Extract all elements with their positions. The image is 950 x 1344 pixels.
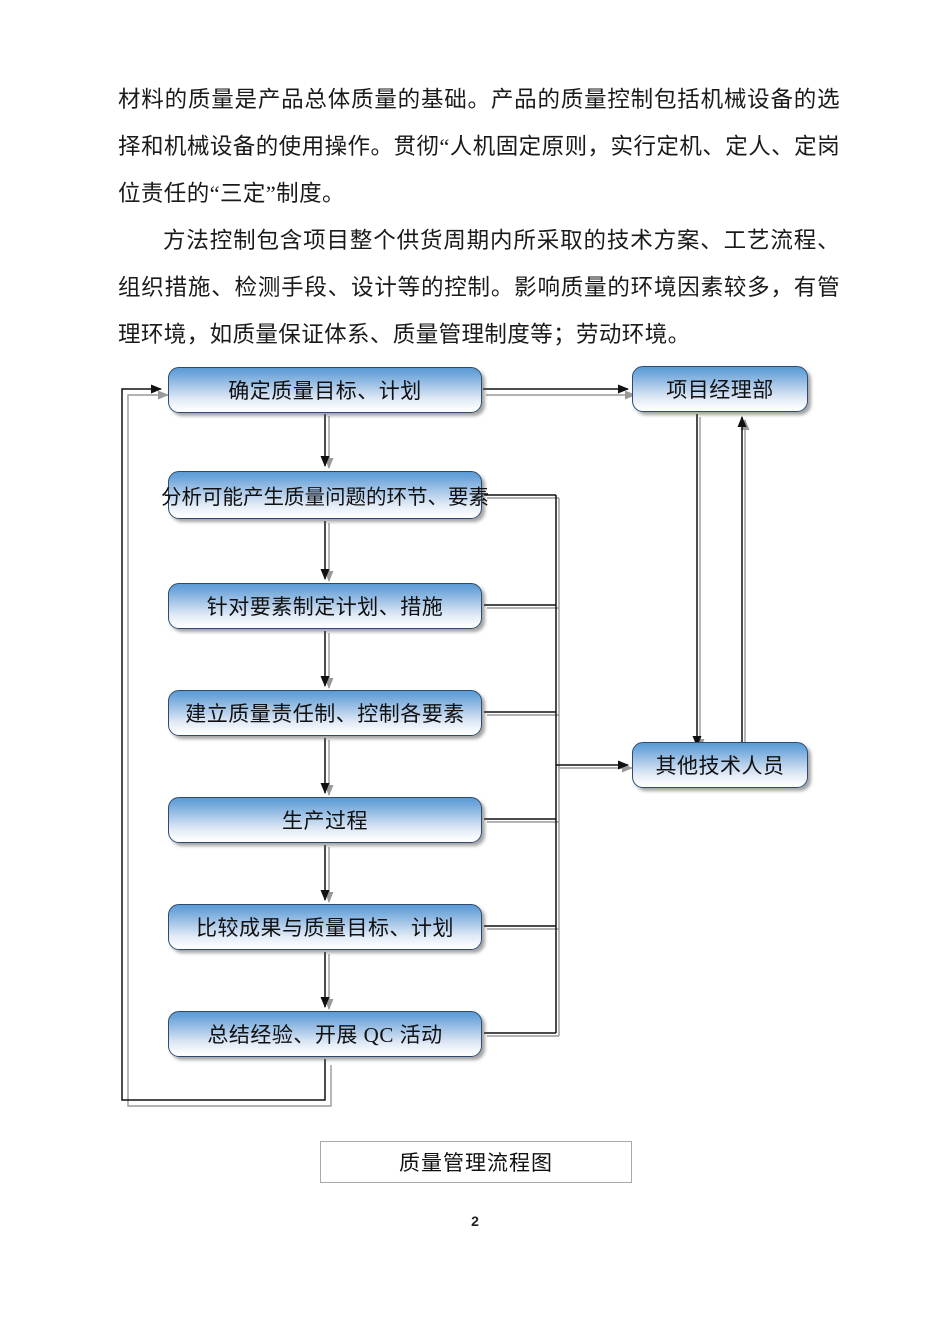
flow-node-other-technicians[interactable]: 其他技术人员 (632, 742, 808, 788)
paragraph-material-quality: 材料的质量是产品总体质量的基础。产品的质量控制包括机械设备的选择和机械设备的使用… (118, 87, 840, 206)
flow-node-label: 其他技术人员 (655, 754, 785, 778)
flow-node-label: 比较成果与质量目标、计划 (196, 916, 454, 940)
flow-node-summarize-qc-activity[interactable]: 总结经验、开展 QC 活动 (168, 1011, 482, 1057)
page-number: 2 (471, 1213, 479, 1229)
flow-node-label: 总结经验、开展 QC 活动 (207, 1023, 443, 1047)
flow-node-analyze-quality-factors[interactable]: 分析可能产生质量问题的环节、要素 (161, 471, 489, 519)
figure-caption-text: 质量管理流程图 (399, 1151, 553, 1175)
flow-node-compare-results[interactable]: 比较成果与质量目标、计划 (168, 904, 482, 950)
flow-node-label: 确定质量目标、计划 (228, 379, 422, 403)
figure-caption: 质量管理流程图 (320, 1141, 632, 1183)
flow-node-label: 项目经理部 (666, 378, 774, 402)
flow-node-project-manager-dept[interactable]: 项目经理部 (632, 366, 808, 412)
flow-node-label: 建立质量责任制、控制各要素 (185, 702, 465, 726)
flow-node-label: 生产过程 (282, 809, 368, 833)
flow-node-define-quality-goals[interactable]: 确定质量目标、计划 (168, 367, 482, 413)
flow-node-quality-responsibility[interactable]: 建立质量责任制、控制各要素 (168, 690, 482, 736)
flow-node-label: 针对要素制定计划、措施 (206, 595, 444, 619)
flow-node-production-process[interactable]: 生产过程 (168, 797, 482, 843)
flow-node-make-plans-measures[interactable]: 针对要素制定计划、措施 (168, 583, 482, 629)
paragraph-method-control: 方法控制包含项目整个供货周期内所采取的技术方案、工艺流程、组织措施、检测手段、设… (118, 228, 840, 347)
flow-node-label: 分析可能产生质量问题的环节、要素 (161, 487, 489, 509)
